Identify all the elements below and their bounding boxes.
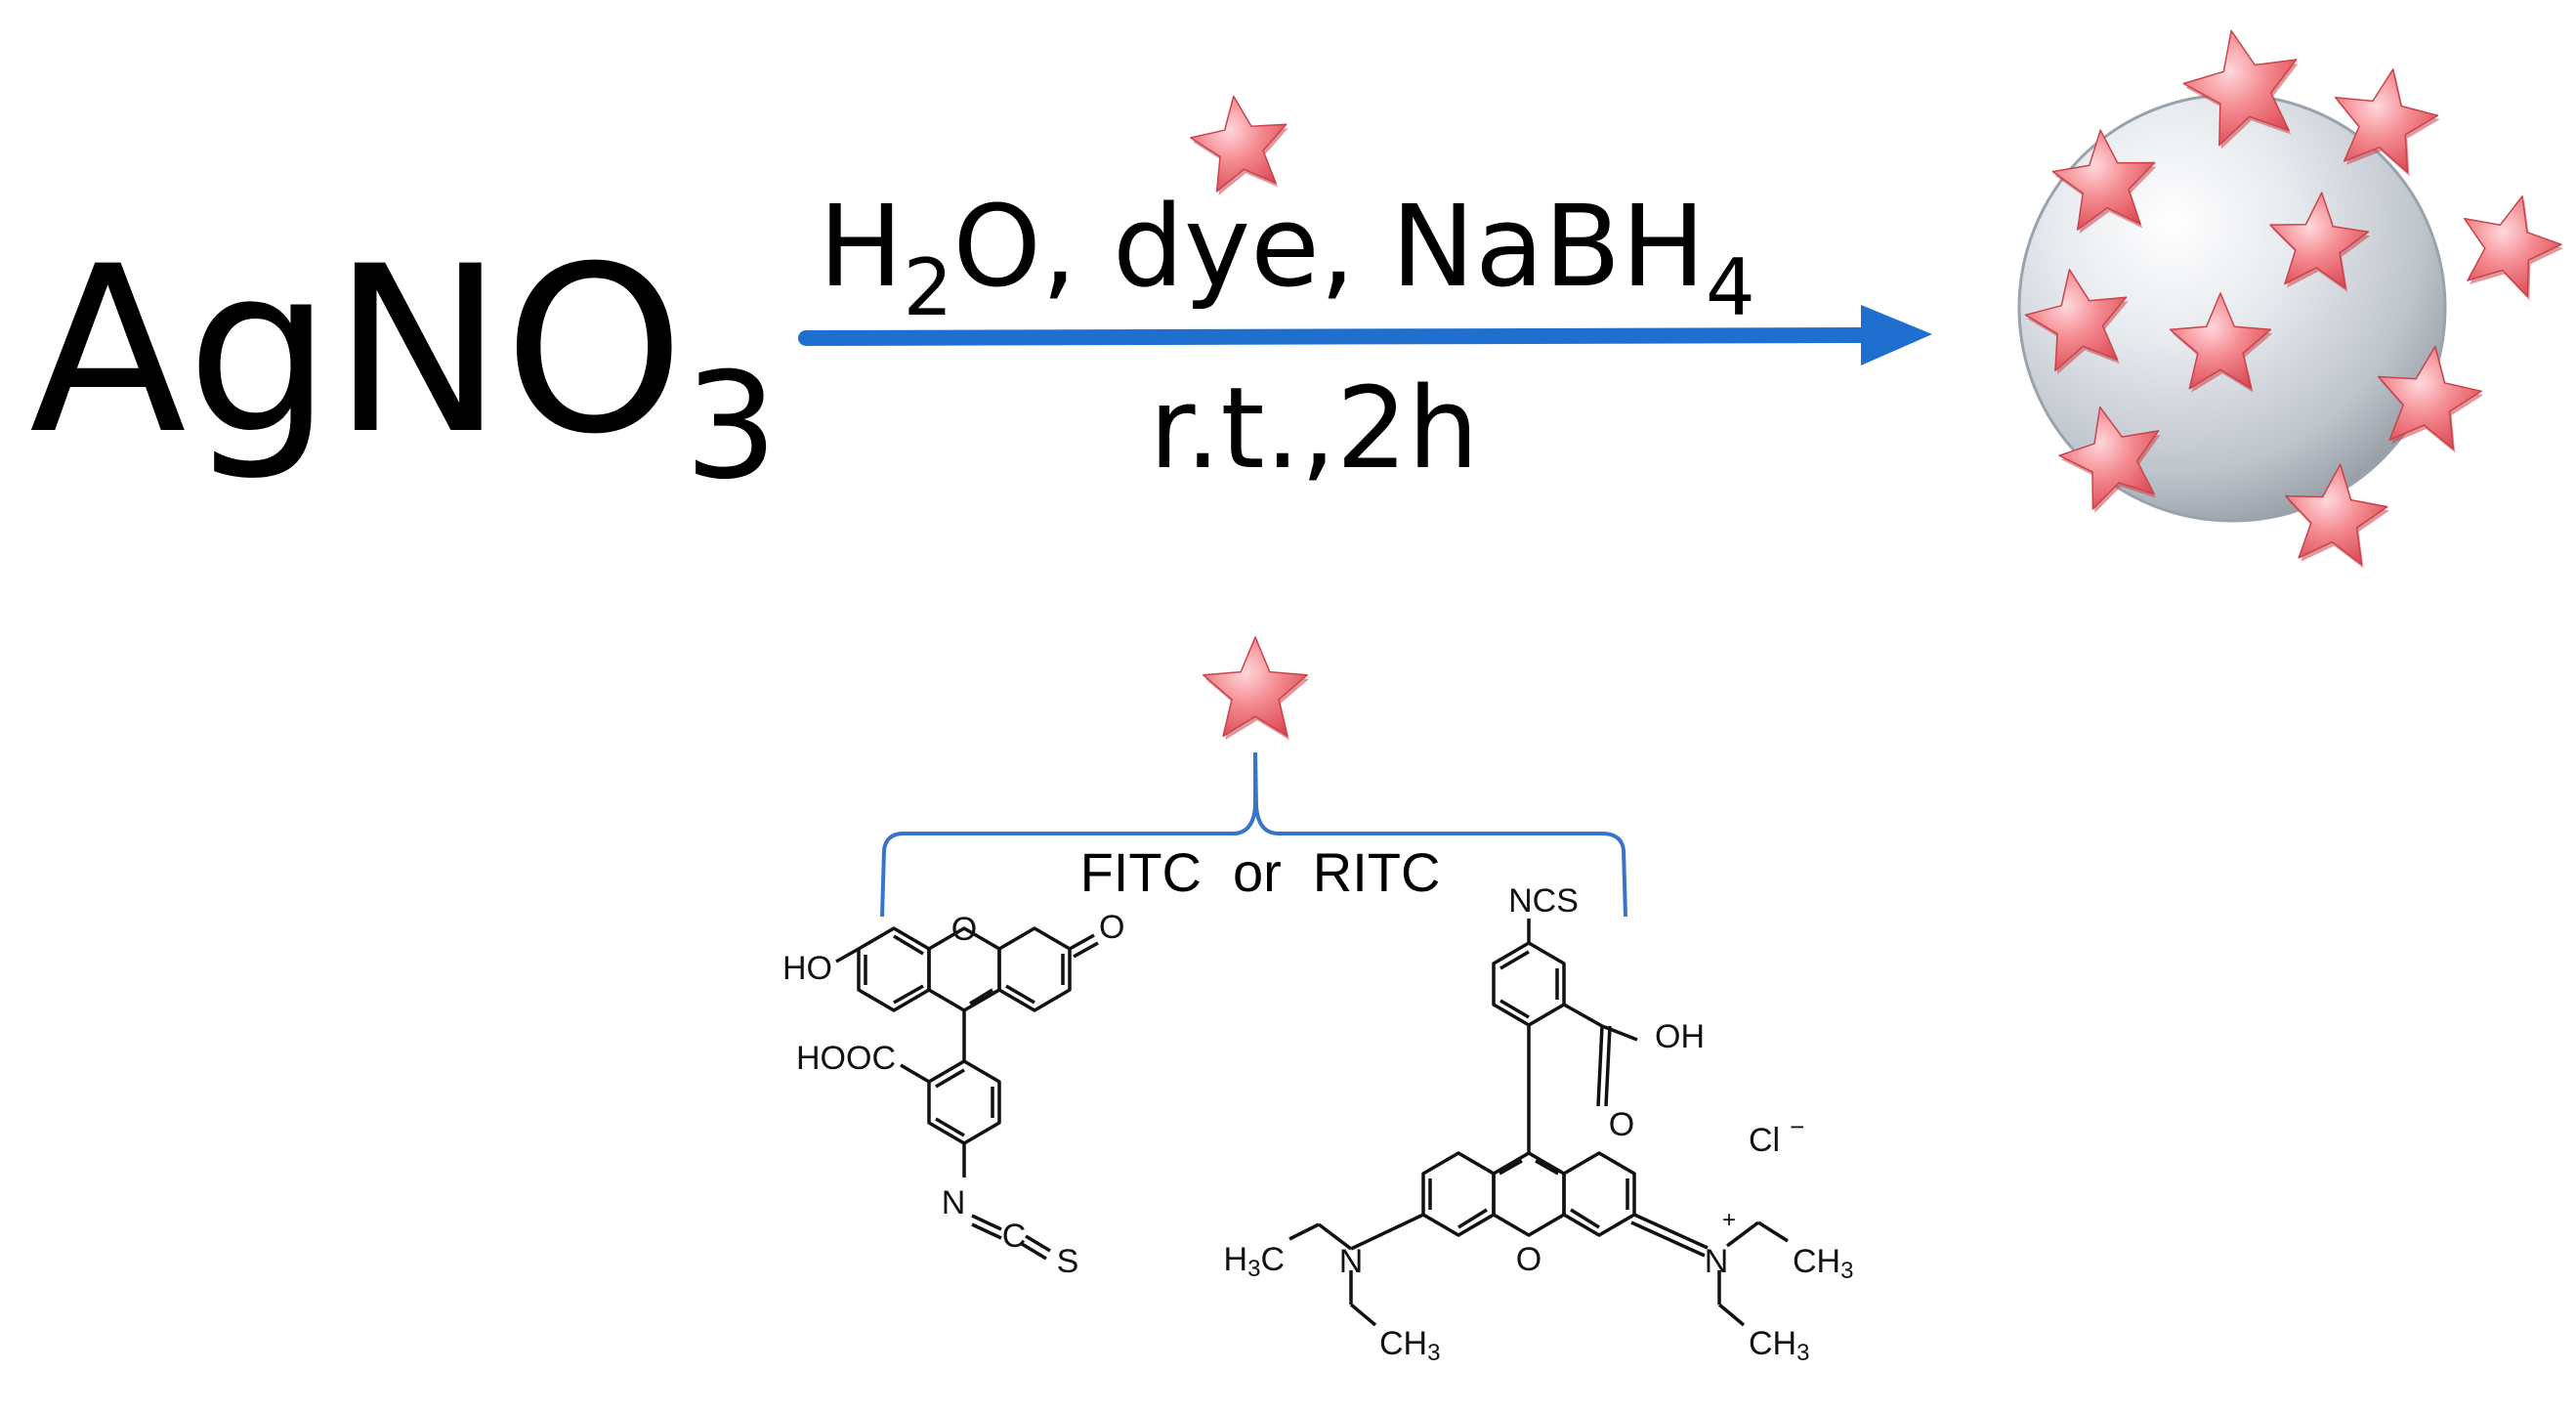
- ritc-hydroxyl-label: OH: [1655, 1018, 1705, 1055]
- ritc-structure: [1288, 919, 1789, 1327]
- star-icon: [2269, 192, 2371, 292]
- reaction-arrow: [798, 305, 1932, 365]
- fitc-atom-labels: HO O O HOOC N C S: [782, 909, 1124, 1280]
- ritc-methyl-lower-right: CH3: [1749, 1325, 1809, 1366]
- fitc-carboxyl-label: HOOC: [796, 1040, 896, 1077]
- ritc-methyl-left: H3C: [1224, 1241, 1285, 1282]
- star-icon: [2182, 29, 2299, 150]
- ritc-positive-charge: +: [1722, 1207, 1736, 1233]
- fitc-structure: [835, 926, 1099, 1261]
- ritc-methyl-right: CH3: [1793, 1243, 1853, 1284]
- star-icon: [2334, 68, 2440, 177]
- ritc-carbonyl-oxygen-label: O: [1609, 1106, 1634, 1143]
- fitc-keto-oxygen-label: O: [1099, 909, 1124, 946]
- reactant-formula: AgNO3: [29, 218, 778, 512]
- conditions-above: H2O, dye, NaBH4: [819, 182, 1755, 333]
- star-icon: [2169, 292, 2273, 393]
- conditions-below: r.t.,2h: [1149, 364, 1479, 494]
- ritc-isothiocyanate-label: NCS: [1508, 882, 1579, 920]
- ritc-ring-oxygen-label: O: [1516, 1241, 1541, 1278]
- star-icon: [2377, 345, 2484, 453]
- fitc-hydroxyl-label: HO: [782, 950, 832, 987]
- star-icon: [2285, 463, 2389, 569]
- fitc-nitrogen-label: N: [942, 1184, 966, 1221]
- star-icon: [2463, 195, 2563, 301]
- ritc-right-nitrogen-label: N: [1705, 1243, 1729, 1280]
- star-icon: [2024, 269, 2129, 375]
- fitc-carbon-label: C: [1002, 1218, 1027, 1255]
- ritc-chloride-label: Cl−: [1749, 1112, 1804, 1159]
- star-icon: [1202, 636, 1310, 741]
- star-icon: [2058, 406, 2161, 513]
- star-icon: [2051, 129, 2157, 235]
- ritc-methyl-lower-left: CH3: [1379, 1325, 1440, 1366]
- fitc-sulfur-label: S: [1057, 1243, 1079, 1280]
- dye-loaded-silver-nanoparticle: [2017, 29, 2563, 569]
- fitc-ring-oxygen-label: O: [951, 911, 977, 948]
- star-icon: [1190, 95, 1288, 195]
- ritc-atom-labels: NCS OH O O N N + H3C CH3 CH3 CH3 Cl−: [1224, 882, 1854, 1366]
- dye-choice-brace: [880, 751, 1627, 918]
- ritc-left-nitrogen-label: N: [1339, 1243, 1364, 1280]
